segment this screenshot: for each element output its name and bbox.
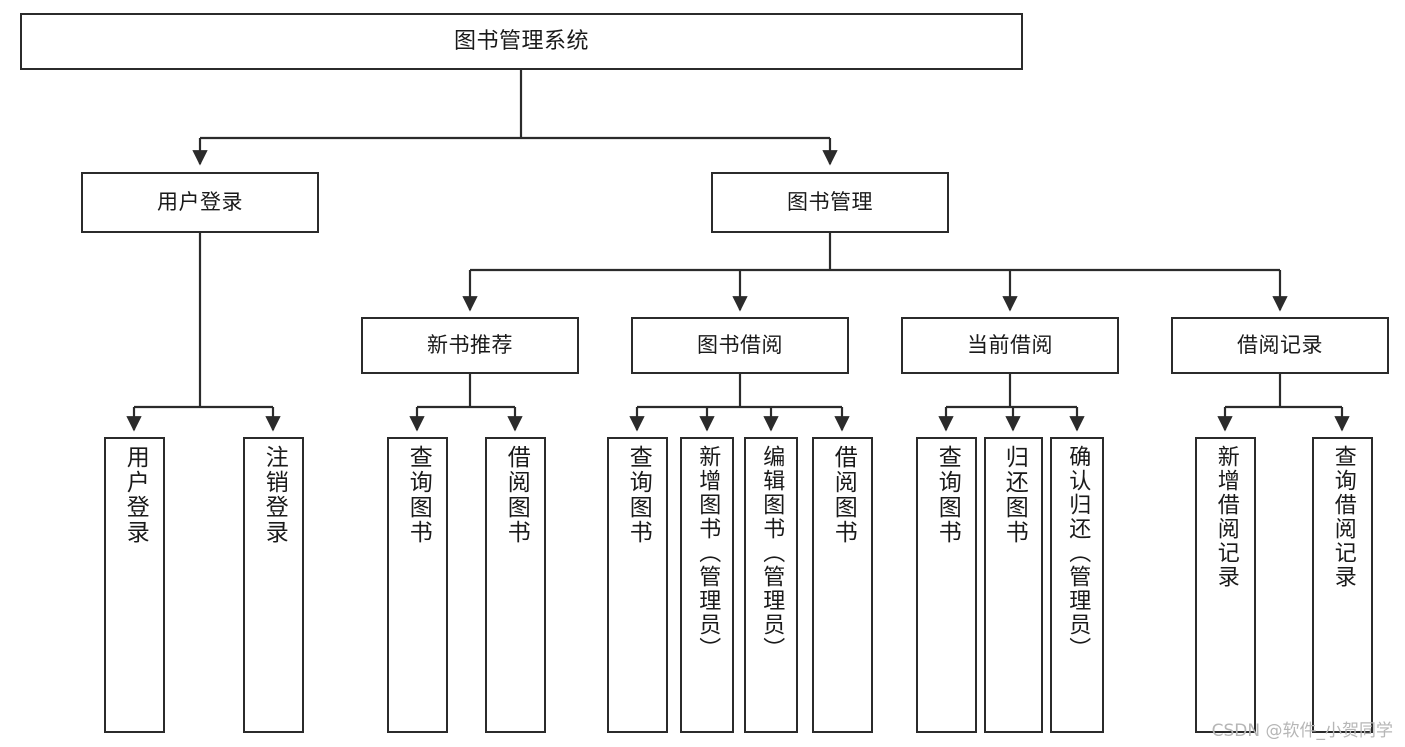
node-label: 用户登录 [122,445,149,545]
node-borrowing-records[interactable]: 借阅记录 [1171,317,1389,374]
node-label: 查询图书 [934,445,961,545]
node-label: 查询图书 [625,445,652,545]
node-new-book-recommendation[interactable]: 新书推荐 [361,317,579,374]
watermark: CSDN @软件_小贺同学 [1211,721,1393,741]
leaf-confirm-return-admin[interactable]: 确认归还（管理员） [1050,437,1104,733]
leaf-query-books-recommendation[interactable]: 查询图书 [387,437,448,733]
node-current-borrowing[interactable]: 当前借阅 [901,317,1119,374]
leaf-user-login[interactable]: 用户登录 [104,437,165,733]
node-label: 查询图书 [405,445,432,545]
leaf-borrow-books-recommendation[interactable]: 借阅图书 [485,437,546,733]
node-root-book-management-system[interactable]: 图书管理系统 [20,13,1023,70]
node-label: 当前借阅 [967,333,1053,358]
leaf-query-books-borrowing[interactable]: 查询图书 [607,437,668,733]
node-label: 编辑图书（管理员） [759,445,785,661]
node-label: 确认归还（管理员） [1065,445,1091,661]
node-label: 注销登录 [261,445,288,545]
node-label: 新书推荐 [427,333,513,358]
leaf-query-books-current[interactable]: 查询图书 [916,437,977,733]
node-label: 图书管理 [787,190,873,215]
node-label: 图书借阅 [697,333,783,358]
node-label: 借阅记录 [1237,333,1323,358]
node-label: 借阅图书 [503,445,530,545]
node-label: 归还图书 [1001,445,1028,545]
leaf-edit-book-admin[interactable]: 编辑图书（管理员） [744,437,798,733]
node-label: 用户登录 [157,190,243,215]
leaf-add-borrowing-record[interactable]: 新增借阅记录 [1195,437,1256,733]
node-label: 图书管理系统 [453,28,589,54]
node-label: 新增图书（管理员） [695,445,721,661]
node-book-management[interactable]: 图书管理 [711,172,949,233]
leaf-return-books[interactable]: 归还图书 [984,437,1043,733]
node-label: 借阅图书 [830,445,857,545]
node-label: 新增借阅记录 [1213,445,1239,589]
node-label: 查询借阅记录 [1330,445,1356,589]
node-user-login[interactable]: 用户登录 [81,172,319,233]
leaf-query-borrowing-record[interactable]: 查询借阅记录 [1312,437,1373,733]
leaf-add-book-admin[interactable]: 新增图书（管理员） [680,437,734,733]
leaf-borrow-books-borrowing[interactable]: 借阅图书 [812,437,873,733]
node-book-borrowing[interactable]: 图书借阅 [631,317,849,374]
leaf-logout[interactable]: 注销登录 [243,437,304,733]
